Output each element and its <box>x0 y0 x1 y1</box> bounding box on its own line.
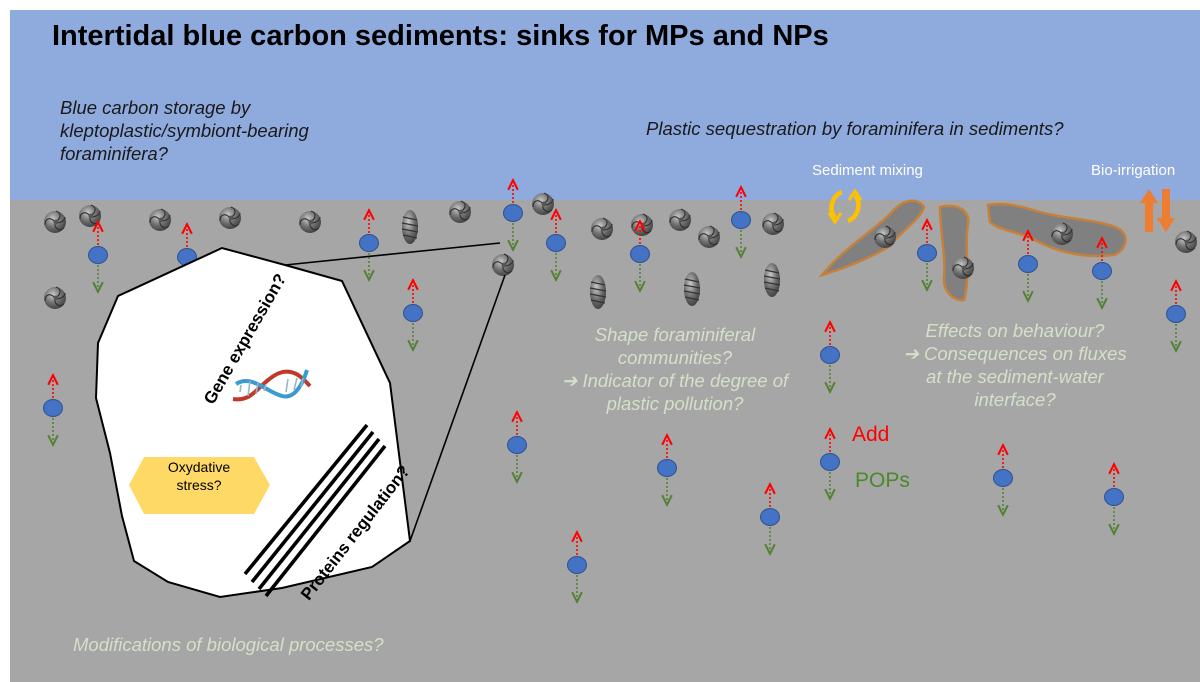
oxidative-stress-label: Oxydative stress? <box>130 458 268 494</box>
plastic-sequestration-text: Plastic sequestration by foraminifera in… <box>646 118 1064 139</box>
text-line: Effects on behaviour? <box>925 320 1105 341</box>
foraminifera-icon <box>218 206 242 230</box>
plastic-particle-icon <box>403 285 423 345</box>
plastic-particles <box>43 185 1186 597</box>
sediment-mixing-label: Sediment mixing <box>812 162 923 179</box>
plastic-particle-icon <box>993 450 1013 510</box>
foraminifera-icon <box>951 256 975 280</box>
foraminifera-icon <box>697 225 721 249</box>
plastic-particle-icon <box>503 185 523 245</box>
foraminifera-icon <box>668 208 692 232</box>
plastic-particle-icon <box>1018 236 1038 296</box>
plastic-particle-icon <box>1092 243 1112 303</box>
legend-add-label: Add <box>852 423 890 446</box>
plastic-particle-icon <box>820 327 840 387</box>
foraminifera-icon <box>683 271 701 307</box>
zoom-line <box>284 242 501 266</box>
oxidative-stress-shape <box>129 457 270 514</box>
text-line: at the sediment-water <box>926 366 1104 387</box>
plastic-particle-icon <box>820 434 840 494</box>
blue-carbon-text: Blue carbon storage by kleptoplastic/sym… <box>60 96 390 165</box>
foraminifera-icon <box>761 212 785 236</box>
foraminifera-icon <box>78 204 102 228</box>
foraminifera-icon <box>43 210 67 234</box>
foraminifera-icon <box>448 200 472 224</box>
foraminifera-icon <box>873 225 897 249</box>
plastic-particle-icon <box>917 225 937 285</box>
foraminifera-icon <box>43 286 67 310</box>
text-line: kleptoplastic/symbiont-bearing <box>60 120 309 141</box>
foraminifera-icon <box>589 274 607 310</box>
text-line: ➔ Consequences on fluxes <box>903 343 1127 364</box>
text-line: plastic pollution? <box>606 393 744 414</box>
text-line: ➔ Indicator of the degree of <box>561 370 789 391</box>
foraminifera-icon <box>401 209 419 245</box>
text-line: interface? <box>974 389 1056 410</box>
foraminifera-icon <box>1050 222 1074 246</box>
text-line: Blue carbon storage by <box>60 97 251 118</box>
plastic-particle-icon <box>1166 286 1186 346</box>
plastic-particle-icon <box>760 489 780 549</box>
plastic-particle-icon <box>507 417 527 477</box>
shape-communities-text: Shape foraminiferal communities? ➔ Indic… <box>535 323 815 415</box>
foraminifera-icon <box>491 253 515 277</box>
plastic-particle-icon <box>567 537 587 597</box>
protein-lines <box>243 423 387 598</box>
bio-irrigation-label: Bio-irrigation <box>1091 162 1176 179</box>
zoom-line <box>409 274 506 542</box>
plastic-particle-icon <box>657 440 677 500</box>
text-line: foraminifera? <box>60 143 168 164</box>
text-line: Shape foraminiferal <box>594 324 756 345</box>
foraminifera-icon <box>763 262 781 298</box>
plastic-particle-icon <box>630 226 650 286</box>
foraminifera-icon <box>1174 230 1198 254</box>
foraminifera-icon <box>298 210 322 234</box>
foraminifera-icon <box>148 208 172 232</box>
plastic-particle-icon <box>88 227 108 287</box>
modifications-text: Modifications of biological processes? <box>73 634 384 655</box>
plastic-particle-icon <box>43 380 63 440</box>
effects-behaviour-text: Effects on behaviour? ➔ Consequences on … <box>870 319 1160 411</box>
plastic-particle-icon <box>546 215 566 275</box>
foraminifera-icon <box>531 192 555 216</box>
foraminifera-icon <box>630 213 654 237</box>
mixing-icon <box>827 188 863 225</box>
page-title: Intertidal blue carbon sediments: sinks … <box>52 20 829 52</box>
dna-icon <box>232 369 312 402</box>
plastic-particle-icon <box>1104 469 1124 529</box>
water-column <box>10 10 1200 200</box>
plastic-particle-icon <box>359 215 379 275</box>
foraminifera-icon <box>590 217 614 241</box>
text-line: Oxydative <box>167 459 231 475</box>
text-line: communities? <box>617 347 733 368</box>
text-line: stress? <box>176 477 222 493</box>
legend-pops-label: POPs <box>855 469 910 492</box>
plastic-particle-icon <box>731 192 751 252</box>
bio-irrigation-icon <box>1140 189 1175 232</box>
